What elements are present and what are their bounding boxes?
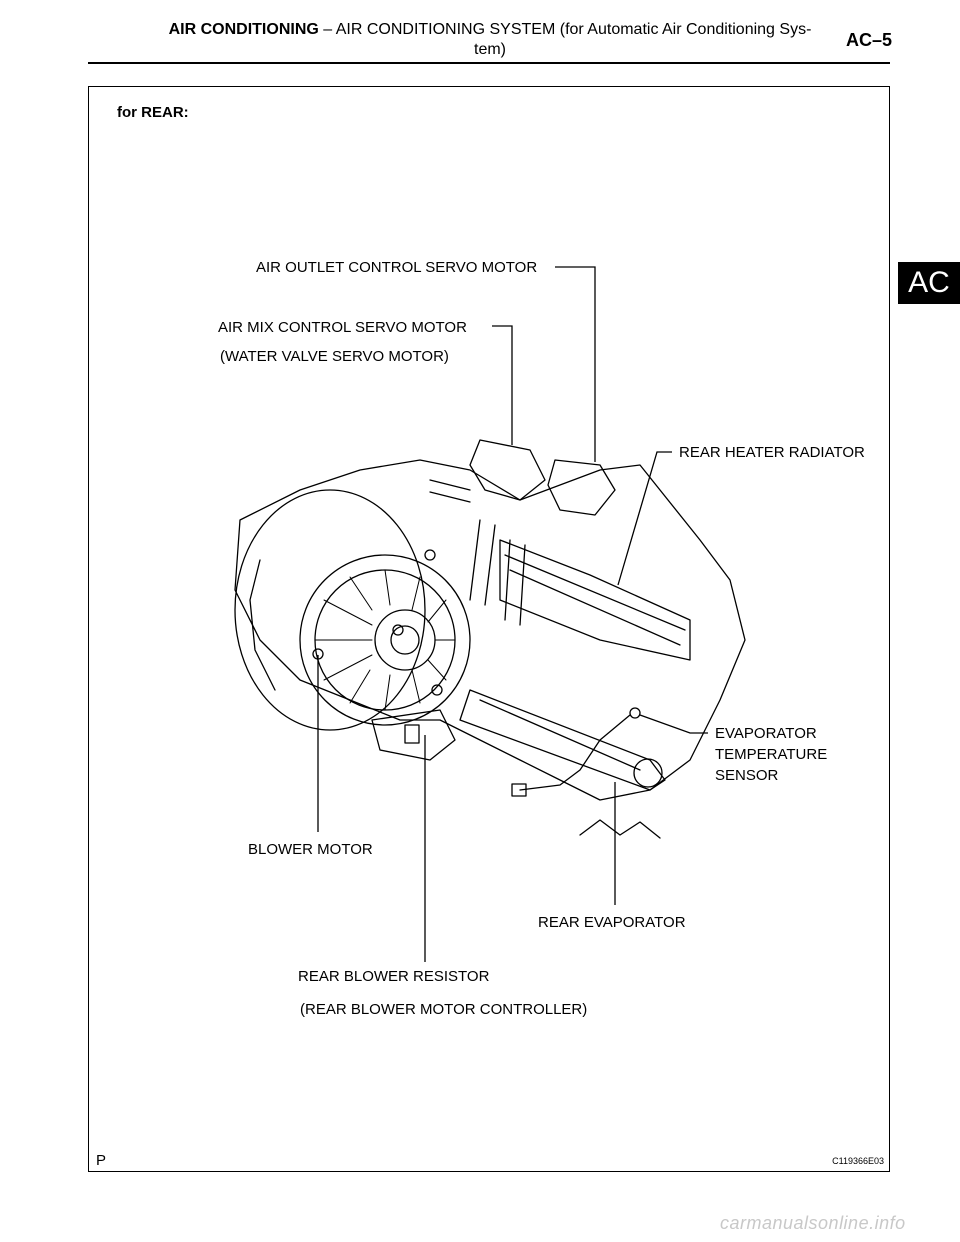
label-air-mix-servo: AIR MIX CONTROL SERVO MOTOR [218, 319, 467, 336]
label-evaporator-sensor-1: EVAPORATOR [715, 725, 817, 742]
label-rear-evaporator: REAR EVAPORATOR [538, 914, 686, 931]
air-outlet-servo-shape [547, 459, 616, 516]
label-water-valve-servo: (WATER VALVE SERVO MOTOR) [220, 348, 449, 365]
label-rear-heater-radiator: REAR HEATER RADIATOR [679, 444, 865, 461]
figure-code: C119366E03 [832, 1156, 884, 1166]
leader-air-outlet [555, 266, 596, 462]
section-tab: AC [898, 262, 960, 304]
section-label: for REAR: [117, 104, 189, 121]
header-title: AIR CONDITIONING – AIR CONDITIONING SYST… [160, 20, 820, 60]
page-code: AC–5 [845, 30, 892, 50]
evaporator-sensor-wire [519, 714, 631, 791]
leader-heater-radiator [617, 451, 672, 586]
blower-resistor-shape [371, 709, 456, 761]
evaporator-shape [459, 689, 666, 791]
leader-evap-sensor [639, 714, 708, 734]
label-rear-blower-controller: (REAR BLOWER MOTOR CONTROLLER) [300, 1001, 588, 1018]
header-rule [88, 62, 890, 64]
header-title-rest: – AIR CONDITIONING SYSTEM (for Automatic… [318, 21, 812, 38]
blower-motor-shape [299, 554, 471, 726]
figure-frame [88, 86, 890, 1172]
air-mix-servo-shape [469, 439, 546, 501]
header-title-bold: AIR CONDITIONING [168, 21, 319, 38]
header-title-line2: tem) [474, 41, 506, 58]
page-header: AIR CONDITIONING – AIR CONDITIONING SYST… [0, 0, 960, 64]
label-evaporator-sensor-3: SENSOR [715, 767, 779, 784]
leader-air-mix [492, 325, 513, 445]
label-evaporator-sensor-2: TEMPERATURE [715, 746, 828, 763]
page-letter: P [96, 1152, 107, 1169]
label-blower-motor: BLOWER MOTOR [248, 841, 373, 858]
label-air-outlet-servo: AIR OUTLET CONTROL SERVO MOTOR [256, 259, 538, 276]
label-rear-blower-resistor: REAR BLOWER RESISTOR [298, 968, 490, 985]
unit-housing [234, 459, 746, 801]
watermark: carmanualsonline.info [720, 1213, 906, 1233]
heater-radiator-shape [499, 539, 691, 661]
